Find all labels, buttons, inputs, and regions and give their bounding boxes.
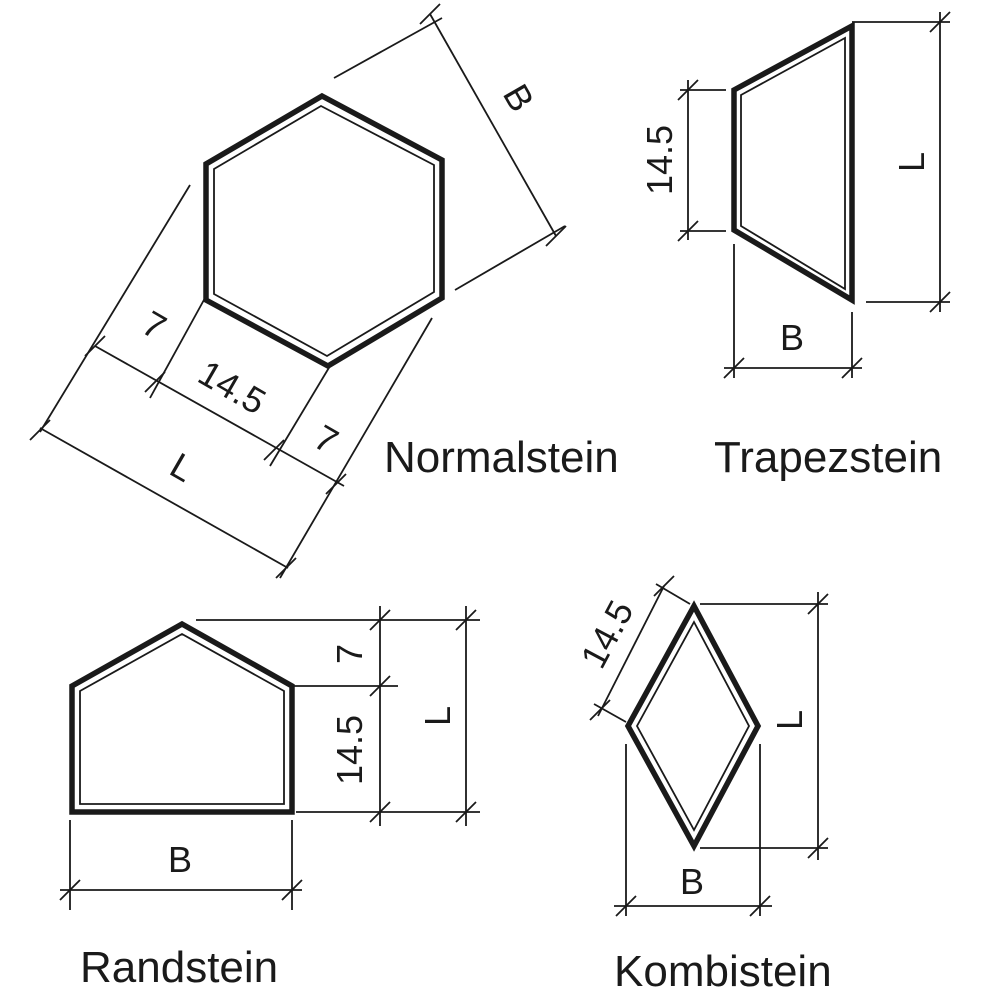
kombistein-outline-outer (624, 600, 762, 852)
normalstein-group: B 7 14.5 7 L Normalstein (29, 3, 619, 579)
trapezstein-b-label: B (780, 317, 804, 358)
kombistein-l-dimension: L (700, 592, 829, 860)
trapezstein-caption: Trapezstein (714, 433, 942, 482)
trapezstein-short-side-label: 14.5 (639, 125, 680, 195)
trapezstein-outline-inner (740, 36, 846, 291)
kombistein-b-label: B (680, 861, 704, 902)
normalstein-outline-outer (203, 92, 445, 370)
kombistein-caption: Kombistein (614, 947, 832, 996)
trapezstein-outline-outer (731, 21, 855, 305)
normalstein-seg-b-label: 14.5 (192, 352, 273, 423)
kombistein-l-label: L (769, 710, 810, 730)
trapezstein-short-side-dimension: 14.5 (639, 79, 726, 242)
randstein-outline-outer (69, 620, 295, 815)
normalstein-caption: Normalstein (384, 433, 619, 482)
normalstein-b-label: B (495, 77, 543, 118)
kombistein-edge-label: 14.5 (572, 594, 641, 675)
normalstein-outline-inner (213, 104, 435, 358)
normalstein-chain-dimension: 7 14.5 7 (39, 184, 433, 579)
randstein-group: 7 14.5 L B Randstein (59, 606, 480, 992)
randstein-l-dimension: L (417, 606, 477, 826)
randstein-caption: Randstein (80, 943, 278, 992)
randstein-l-label: L (417, 706, 458, 726)
trapezstein-group: 14.5 L B Trapezstein (639, 11, 951, 482)
normalstein-l-label: L (163, 444, 201, 490)
randstein-b-dimension: B (59, 820, 303, 910)
normalstein-l-dimension: L (29, 419, 297, 579)
trapezstein-l-dimension: L (852, 11, 951, 313)
kombistein-b-dimension: B (614, 744, 772, 917)
randstein-top-label: 7 (329, 644, 370, 664)
randstein-outline-inner (79, 632, 285, 805)
randstein-side-label: 14.5 (329, 715, 370, 785)
randstein-b-label: B (168, 839, 192, 880)
trapezstein-l-label: L (891, 152, 932, 172)
kombistein-outline-inner (635, 620, 751, 832)
normalstein-seg-a-label: 7 (135, 302, 173, 348)
randstein-top-dimension: 7 14.5 (196, 606, 480, 826)
normalstein-b-dimension: B (333, 3, 567, 291)
trapezstein-b-dimension: B (723, 244, 863, 379)
normalstein-seg-c-label: 7 (307, 416, 345, 462)
kombistein-group: 14.5 L B Kombistein (572, 575, 832, 996)
